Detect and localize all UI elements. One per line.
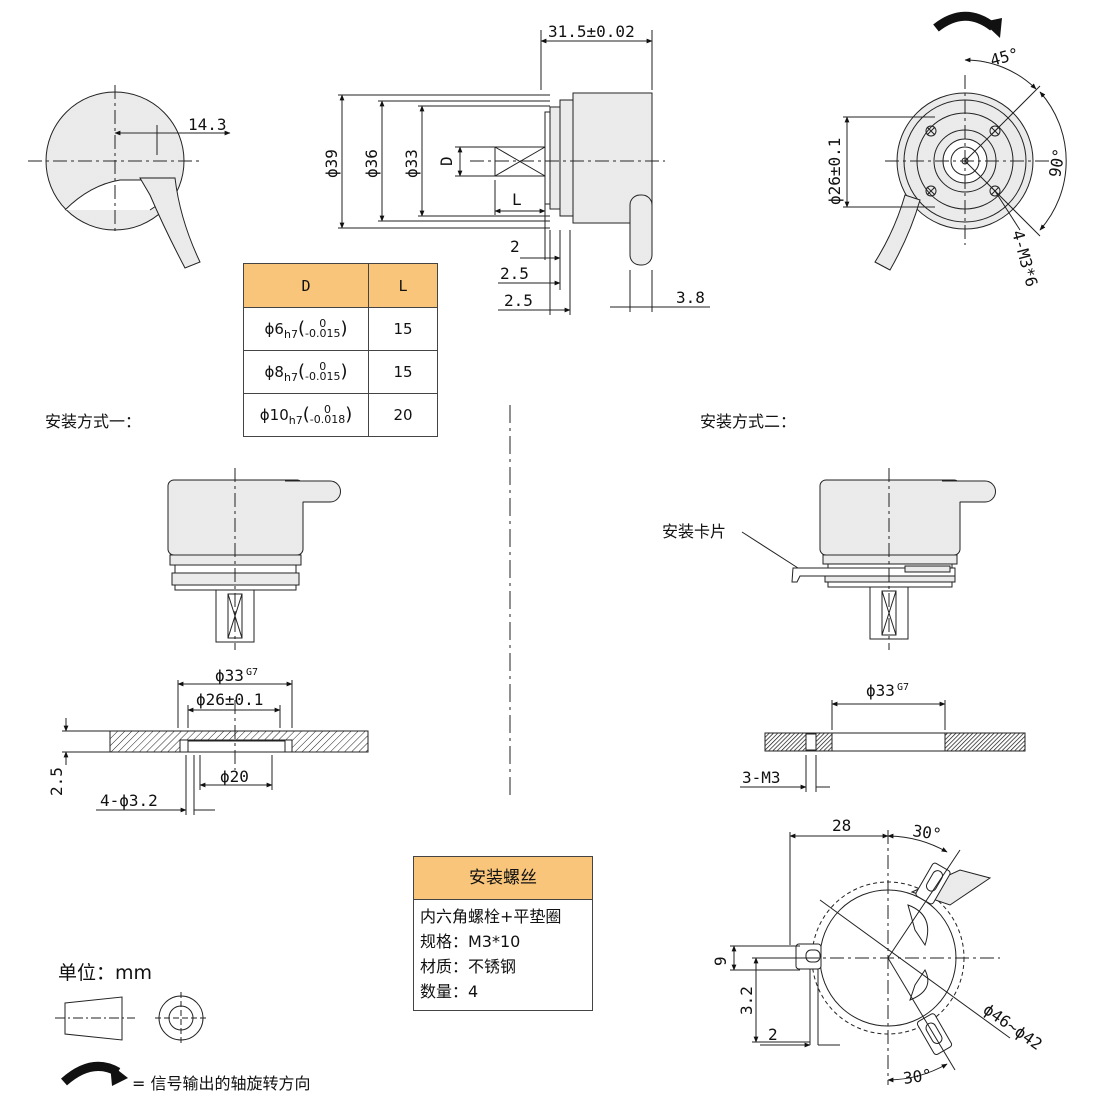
dim-45deg: 45° [988,44,1021,70]
clamp-dim-2: 2 [768,1025,778,1044]
clamp-dim-phi46-42: ϕ46~ϕ42 [980,1000,1046,1054]
clip-label: 安装卡片 [662,522,727,541]
unit-symbol [55,992,208,1045]
front-view-right [843,11,1067,271]
dim-2-5-a: 2.5 [500,264,529,283]
screw-box-title: 安装螺丝 [414,857,592,900]
header-l: L [368,263,438,308]
side-view-left [28,85,231,269]
m1-dim-4-phi3-2: 4-ϕ3.2 [100,791,158,810]
mount2-plate [740,700,1026,792]
clamp-dim-30-top: 30° [911,821,942,844]
m1-dim-phi26: ϕ26±0.1 [196,690,263,709]
rotation-arrow-icon [61,1061,128,1086]
mount1-label: 安装方式一： [45,412,142,431]
clamp-dim-30-bottom: 30° [902,1065,933,1088]
mount1-plate [62,680,369,815]
clamp-dim-9: 9 [711,956,730,966]
dim-L: L [512,190,522,209]
clamp-dim-3-2: 3.2 [737,986,756,1015]
mount2-label: 安装方式二： [700,412,797,431]
m1-dim-g7: G7 [246,667,258,678]
dim-4-m3x6: 4-M3*6 [1008,228,1041,289]
m1-dim-phi20: ϕ20 [220,767,249,786]
shaft-spec-table: D L ϕ6h7(0-0.015) 15 ϕ8h7(0-0.015) 15 ϕ1… [243,263,438,437]
screw-line-quantity: 数量：4 [420,982,479,1001]
m1-dim-phi33: ϕ33 [215,666,244,685]
rotation-legend-label: = 信号输出的轴旋转方向 [132,1074,311,1093]
dim-phi33: ϕ33 [402,149,421,178]
mount1-encoder [167,468,341,650]
m2-dim-g7: G7 [897,682,909,693]
dim-D: D [437,156,456,166]
dim-2-5-b: 2.5 [504,291,533,310]
unit-label: 单位：mm [58,962,153,984]
m2-dim-phi33: ϕ33 [866,681,895,700]
table-row: ϕ6h7(0-0.015) 15 [243,307,438,351]
dim-phi36: ϕ36 [362,149,381,178]
dim-phi26: ϕ26±0.1 [825,138,844,205]
clamp-dim-28: 28 [832,816,851,835]
screw-line-spec: 规格：M3*10 [420,932,521,951]
dim-2: 2 [510,237,520,256]
dim-phi39: ϕ39 [322,149,341,178]
m1-dim-2-5: 2.5 [47,767,66,796]
clamp-view [730,830,1011,1085]
mount2-encoder [741,468,996,650]
cell-l: 20 [368,393,438,437]
screw-info-box: 安装螺丝 内六角螺栓+平垫圈 规格：M3*10 材质：不锈钢 数量：4 [413,856,593,1011]
header-d: D [243,263,369,308]
cell-d: ϕ10h7(0-0.018) [243,393,369,437]
dim-14-3: 14.3 [188,115,227,134]
cell-l: 15 [368,350,438,394]
dim-3-8: 3.8 [676,288,705,307]
table-row: ϕ10h7(0-0.018) 20 [243,393,438,437]
screw-line-material: 材质：不锈钢 [420,957,517,976]
screw-line-type: 内六角螺栓+平垫圈 [420,907,562,926]
table-row: ϕ8h7(0-0.015) 15 [243,350,438,394]
m2-dim-3-m3: 3-M3 [742,768,781,787]
front-view-middle [338,30,710,315]
cell-d: ϕ8h7(0-0.015) [243,350,369,394]
cell-l: 15 [368,307,438,351]
cell-d: ϕ6h7(0-0.015) [243,307,369,351]
dim-31-5: 31.5±0.02 [548,22,635,41]
dim-90deg: 90° [1045,147,1069,179]
